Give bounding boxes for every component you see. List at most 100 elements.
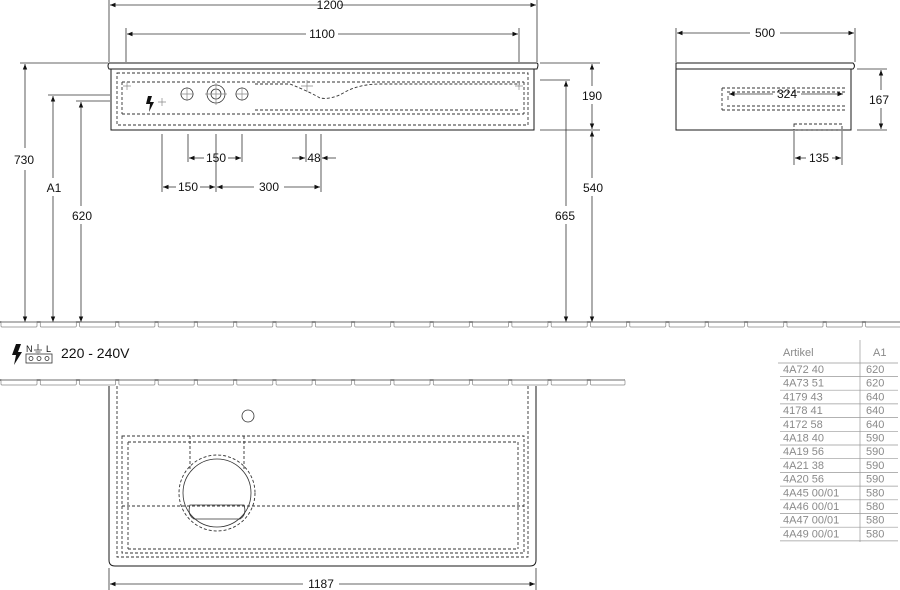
floor-tile: [315, 321, 352, 328]
electrical-note: N L 220 - 240V: [12, 344, 130, 365]
front-300-label: 300: [259, 180, 279, 194]
floor-tile: [197, 321, 234, 328]
wall-tile: [315, 379, 352, 386]
front-panel-height-label: 190: [582, 89, 602, 103]
front-width-label: 1200: [317, 0, 344, 12]
floor-tile: [865, 321, 900, 328]
wall-tile: [79, 379, 116, 386]
floor-tile: [39, 321, 77, 328]
front-height-total-label: 730: [14, 153, 34, 167]
floor-tile: [550, 321, 588, 328]
electric-bolt-icon: [12, 344, 22, 365]
floor-tile: [354, 321, 392, 328]
top-width-label: 1187: [308, 577, 334, 590]
table-cell-a1: 590: [866, 433, 884, 445]
front-tap-left: [180, 87, 194, 101]
table-cell-artikel: 4A20 56: [783, 474, 824, 486]
table-cell-a1: 620: [866, 364, 884, 376]
table-cell-a1: 580: [866, 528, 884, 540]
wall-tile: [275, 379, 313, 386]
top-view: 1187: [0, 379, 626, 590]
floor-tile: [825, 321, 863, 328]
side-width-label: 500: [755, 26, 775, 40]
electric-n-label: N: [26, 344, 33, 354]
table-cell-a1: 640: [866, 391, 884, 403]
side-135-label: 135: [809, 151, 829, 165]
table-cell-a1: 640: [866, 405, 884, 417]
wall-tile: [0, 379, 38, 386]
socket-icon: [25, 353, 53, 364]
table-cell-a1: 580: [866, 487, 884, 499]
table-cell-a1: 590: [866, 474, 884, 486]
wall-tile: [354, 379, 392, 386]
floor-tile: [118, 321, 156, 328]
front-tap-right: [235, 87, 249, 101]
electric-l-label: L: [46, 344, 51, 354]
wall-tile: [197, 379, 234, 386]
table-cell-a1: 580: [866, 501, 884, 513]
table-cell-artikel: 4A21 38: [783, 460, 824, 472]
side-view: 500 324 167 135: [675, 26, 889, 165]
table-cell-artikel: 4A47 00/01: [783, 515, 839, 527]
table-cell-a1: 620: [866, 378, 884, 390]
floor-tile: [629, 321, 667, 328]
wall-tile: [432, 379, 470, 386]
floor-tile: [786, 321, 824, 328]
front-cutout-curve: [255, 83, 520, 99]
table-cell-artikel: 4A46 00/01: [783, 501, 839, 513]
front-countertop: [107, 62, 539, 70]
top-basin-drain-inner: [182, 458, 252, 528]
table-cell-a1: 640: [866, 419, 884, 431]
top-tap-hole: [241, 409, 255, 423]
table-cell-a1: 580: [866, 515, 884, 527]
front-48-label: 48: [307, 151, 321, 165]
table-cell-artikel: 4172 58: [783, 419, 823, 431]
table-cell-artikel: 4179 43: [783, 391, 823, 403]
front-cabinet: [110, 68, 535, 131]
floor-tile: [511, 321, 549, 328]
floor-tile: [432, 321, 470, 328]
table-cell-artikel: 4178 41: [783, 405, 823, 417]
front-tap-center: [205, 83, 227, 105]
floor-tiles: [0, 321, 900, 328]
front-150-upper-label: 150: [206, 151, 226, 165]
table-cell-artikel: 4A45 00/01: [783, 487, 839, 499]
top-basin-drain-outer: [178, 454, 256, 532]
top-wall-tiles: [0, 379, 626, 386]
top-countertop: [108, 386, 537, 567]
table-cell-a1: 590: [866, 460, 884, 472]
table-cell-a1: 590: [866, 446, 884, 458]
table-cell-artikel: 4A19 56: [783, 446, 824, 458]
wall-tile: [472, 379, 509, 386]
side-countertop: [675, 62, 855, 70]
voltage-label: 220 - 240V: [61, 345, 130, 361]
wall-tile: [39, 379, 77, 386]
floor-tile: [79, 321, 116, 328]
floor-tile: [747, 321, 785, 328]
floor-tile: [157, 321, 195, 328]
front-620-label: 620: [72, 209, 92, 223]
wall-tile: [118, 379, 156, 386]
wall-tile: [236, 379, 274, 386]
floor-tile: [472, 321, 509, 328]
front-drawer-outline: [116, 72, 529, 126]
wall-tile: [157, 379, 195, 386]
front-665-label: 665: [555, 209, 575, 223]
front-a1-label: A1: [47, 181, 62, 195]
wall-tile: [393, 379, 431, 386]
floor-tile: [708, 321, 745, 328]
table-cell-artikel: 4A73 51: [783, 378, 824, 390]
front-540-label: 540: [583, 181, 603, 195]
table-cell-artikel: 4A49 00/01: [783, 528, 839, 540]
floor-tile: [275, 321, 313, 328]
front-view: 1200 1100 730 A1 620 190 540: [0, 0, 900, 328]
floor-tile: [590, 321, 627, 328]
front-inner-width-label: 1100: [309, 27, 335, 41]
side-cabinet: [675, 68, 852, 131]
wall-tile: [590, 379, 626, 386]
floor-tile: [393, 321, 431, 328]
front-electric-symbol: [146, 96, 154, 112]
